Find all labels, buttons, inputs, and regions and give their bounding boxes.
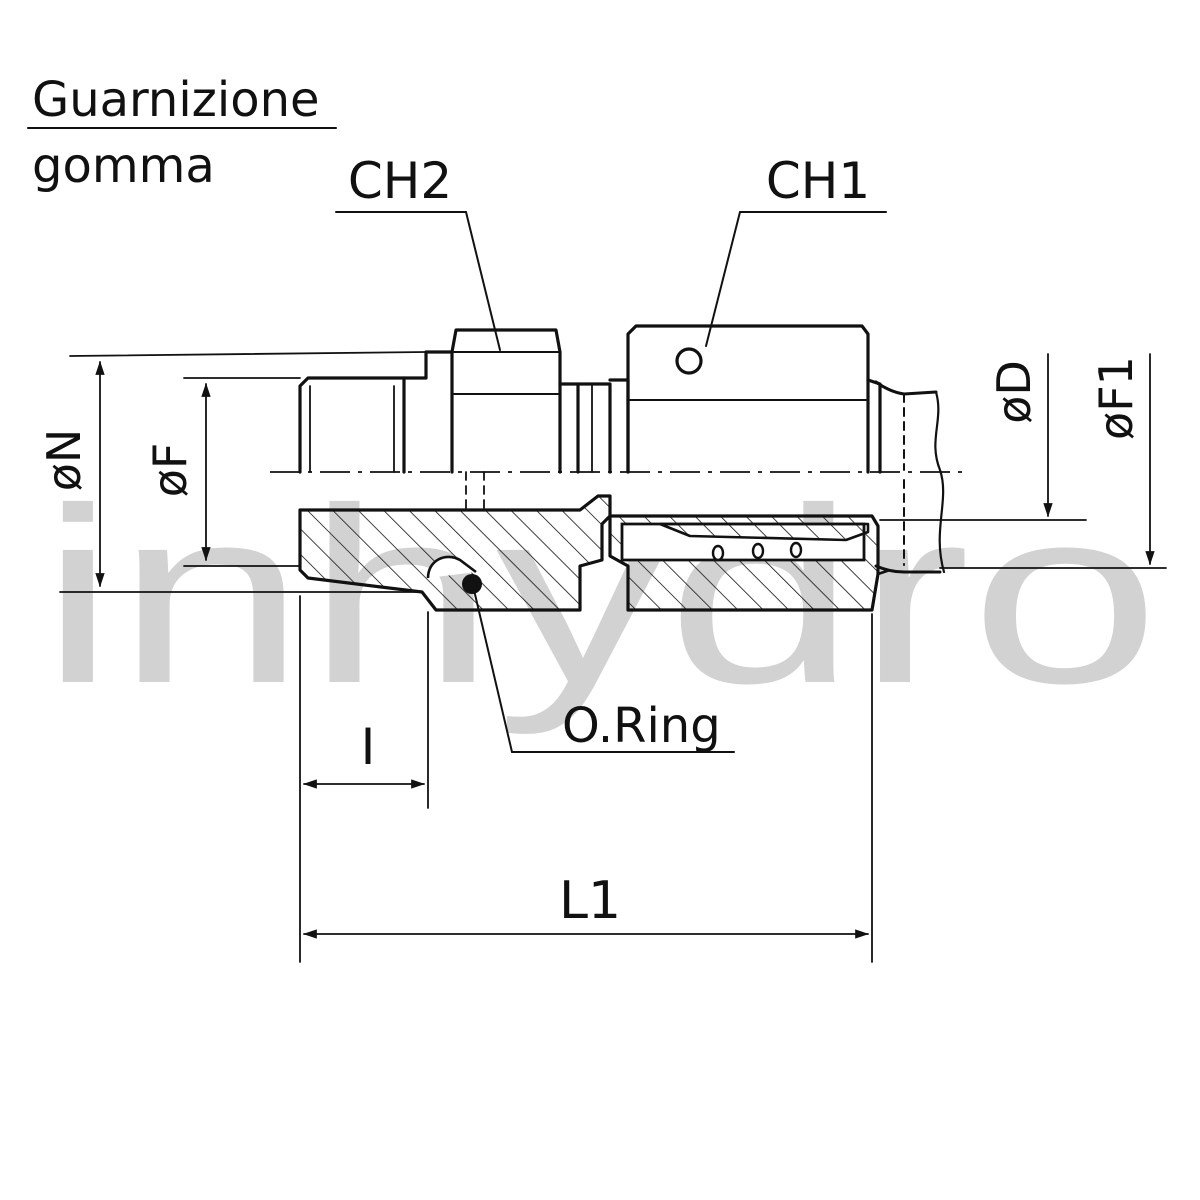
oring-label: O.Ring bbox=[562, 698, 721, 754]
nut-hole bbox=[675, 347, 703, 375]
dia-f-label: øF bbox=[143, 443, 197, 498]
ch1-label: CH1 bbox=[766, 152, 870, 210]
seal-label-line1: Guarnizione bbox=[32, 72, 320, 128]
leader-lines bbox=[27, 127, 887, 753]
dia-n-label: øN bbox=[37, 429, 91, 492]
fitting-section bbox=[298, 494, 891, 612]
dia-f1-label: øF1 bbox=[1089, 356, 1143, 440]
o-ring-symbol bbox=[462, 574, 482, 594]
dim-l1-label: L1 bbox=[559, 871, 621, 931]
seal-label-line2: gomma bbox=[32, 138, 215, 194]
dia-d-label: øD bbox=[987, 360, 1041, 424]
ch2-label: CH2 bbox=[348, 152, 452, 210]
dim-i-label: I bbox=[361, 718, 376, 776]
dimension-lines bbox=[59, 351, 1167, 963]
